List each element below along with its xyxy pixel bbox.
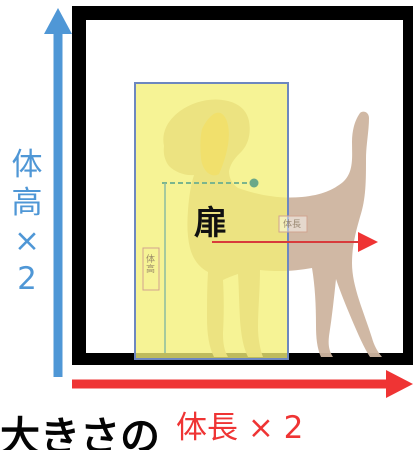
door-label: 扉: [194, 203, 227, 242]
vertical-label-char-4: 2: [17, 261, 37, 297]
vertical-dimension-label: 体 高 × 2: [6, 146, 48, 298]
length-tag-box: [278, 215, 308, 233]
height-point: [249, 178, 259, 188]
height-arrow-head: [44, 8, 72, 34]
width-dimension-label: 体長 × 2: [176, 410, 304, 446]
vertical-label-char-2: 高: [11, 185, 43, 221]
vertical-label-char-3: ×: [14, 223, 40, 259]
width-arrow-head: [386, 370, 413, 398]
door-area: [134, 82, 289, 360]
bottom-cut-text: 大きさの: [0, 414, 160, 450]
height-tag-box: [142, 247, 160, 291]
vertical-label-char-1: 体: [11, 147, 43, 183]
dog-height-tag: 体高: [145, 255, 155, 275]
dog-length-tag: 体長: [283, 220, 302, 230]
